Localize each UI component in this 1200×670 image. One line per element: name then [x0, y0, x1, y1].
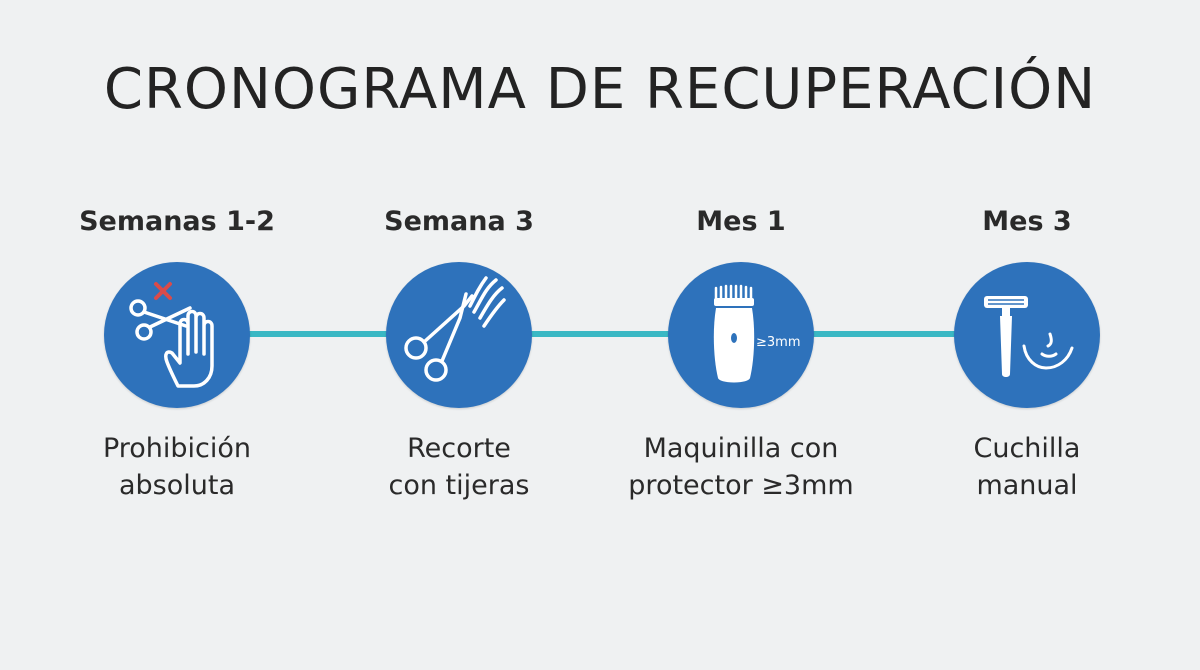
stage-description-line: Prohibición	[102, 433, 252, 464]
stage-description-line: absoluta	[118, 470, 235, 501]
stage-description: Prohibición absoluta	[27, 430, 327, 504]
timeline-stage: Mes 3 Cuchi	[877, 200, 1177, 520]
stage-description-line: manual	[976, 470, 1078, 501]
stage-description-line: protector ≥3mm	[628, 470, 854, 501]
timeline-stage: Semanas 1-2	[27, 200, 327, 520]
page-title: CRONOGRAMA DE RECUPERACIÓN	[103, 57, 1097, 122]
hair-clipper-icon: ≥3mm	[713, 284, 801, 383]
stage-icon-circle	[386, 262, 532, 408]
stage-description-line: Cuchilla	[973, 433, 1081, 464]
stage-description: Cuchilla manual	[877, 430, 1177, 504]
timeline-connector	[528, 331, 674, 337]
stage-icon-circle	[954, 262, 1100, 408]
stage-description: Maquinilla con protector ≥3mm	[591, 430, 891, 504]
timeline-connector	[810, 331, 958, 337]
stage-description-line: Maquinilla con	[643, 433, 839, 464]
stage-description: Recorte con tijeras	[309, 430, 609, 504]
clipper-guard-label: ≥3mm	[756, 335, 801, 350]
stage-description-line: con tijeras	[388, 470, 530, 501]
stage-label: Mes 3	[982, 206, 1072, 237]
stage-label: Mes 1	[696, 206, 786, 237]
timeline-stage: Semana 3 Recorte con	[309, 200, 609, 520]
stage-icon-circle	[104, 262, 250, 408]
timeline-stage: Mes 1 ≥3mm	[591, 200, 891, 520]
timeline-connector	[246, 331, 392, 337]
prohibited-scissors-hand-icon	[129, 282, 214, 388]
stage-description-line: Recorte	[407, 433, 511, 464]
razor-icon	[984, 296, 1074, 377]
stage-label: Semanas 1-2	[79, 206, 275, 237]
stage-label: Semana 3	[384, 206, 534, 237]
scissors-icon	[404, 276, 506, 382]
stage-icon-circle: ≥3mm	[668, 262, 814, 408]
